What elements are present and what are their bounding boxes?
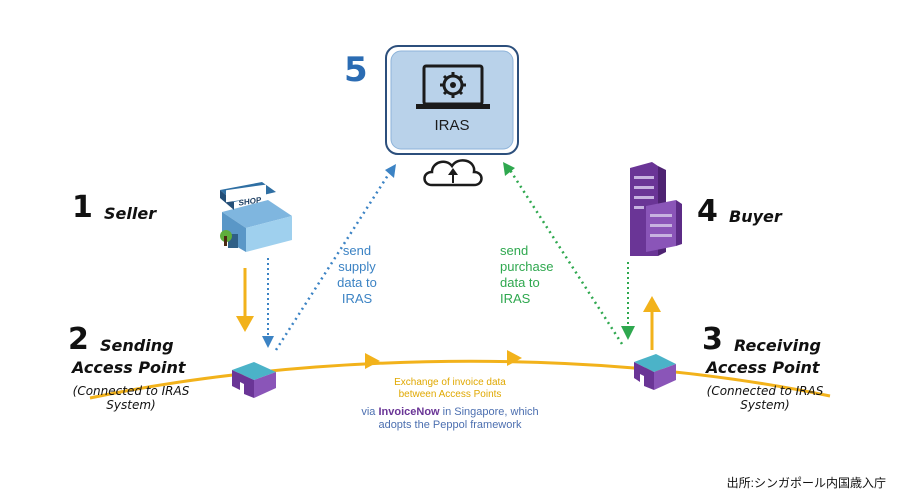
exchange-curve (89, 359, 831, 400)
receiving-ap-note: (Connected to IRAS System) (690, 384, 840, 412)
seller-dotted-arrowhead (262, 336, 274, 348)
receiving-ap-note2: System) (740, 398, 790, 412)
supply-data-arrowhead (385, 164, 396, 178)
building-icon (630, 162, 682, 256)
iras-number: 5 (344, 50, 368, 90)
send-supply-line: send (342, 243, 372, 258)
purchase-data-arrow (508, 169, 624, 345)
exchange-line1: Exchange of invoice data (394, 377, 506, 388)
ap-to-buyer-arrowhead (643, 296, 661, 312)
seller-to-ap-arrowhead (236, 316, 254, 332)
shop-icon (220, 182, 292, 252)
sending-ap-note1: (Connected to IRAS (72, 384, 190, 398)
send-supply-line: data to (337, 275, 377, 290)
buyer-dotted-arrowhead (621, 326, 635, 340)
sending-ap-note: (Connected to IRAS System) (56, 384, 206, 412)
receiving-ap-line1: Receiving (734, 336, 821, 355)
send-purchase-line: purchase (500, 259, 554, 274)
send-purchase-line: data to (500, 275, 540, 290)
seller-label: Seller (104, 204, 157, 223)
via-line1: via InvoiceNow in Singapore, which (325, 406, 575, 419)
via-text: via InvoiceNow in Singapore, which adopt… (325, 406, 575, 432)
sending-ap-number: 2 (68, 322, 89, 357)
buyer-label: Buyer (729, 207, 782, 226)
via-suffix: in Singapore, which (439, 406, 539, 418)
receiving-ap-note1: (Connected to IRAS (706, 384, 824, 398)
invoicenow-brand: InvoiceNow (378, 406, 440, 418)
laptop-gear-icon (416, 64, 490, 109)
send-supply-line: IRAS (341, 291, 373, 306)
via-line2: adopts the Peppol framework (378, 419, 522, 431)
sending-ap-line2: Access Point (72, 358, 186, 377)
send-purchase-line: send (500, 243, 529, 258)
seller-number: 1 (72, 190, 93, 225)
exchange-text: Exchange of invoice data between Access … (355, 377, 545, 401)
sending-ap-note2: System) (106, 398, 156, 412)
receiving-ap-line2: Access Point (706, 358, 820, 377)
receiving-access-point-device (634, 354, 676, 390)
send-supply-text: send supply data to IRAS (322, 243, 392, 307)
send-purchase-text: send purchase data to IRAS (500, 243, 580, 307)
curve-arrow-2 (507, 350, 522, 366)
send-purchase-line: IRAS (500, 291, 531, 306)
sending-ap-line1: Sending (100, 336, 174, 355)
send-supply-line: supply (338, 259, 376, 274)
source-note: 出所:シンガポール内国歳入庁 (726, 476, 886, 490)
buyer-number: 4 (697, 194, 718, 229)
via-prefix: via (361, 406, 379, 418)
iras-label: IRAS (434, 117, 470, 134)
curve-arrow-1 (365, 353, 380, 369)
exchange-line2: between Access Points (398, 389, 502, 400)
purchase-data-arrowhead (503, 162, 515, 176)
sending-access-point-device (232, 362, 276, 398)
receiving-ap-number: 3 (702, 322, 723, 357)
cloud-upload-icon (423, 159, 483, 187)
